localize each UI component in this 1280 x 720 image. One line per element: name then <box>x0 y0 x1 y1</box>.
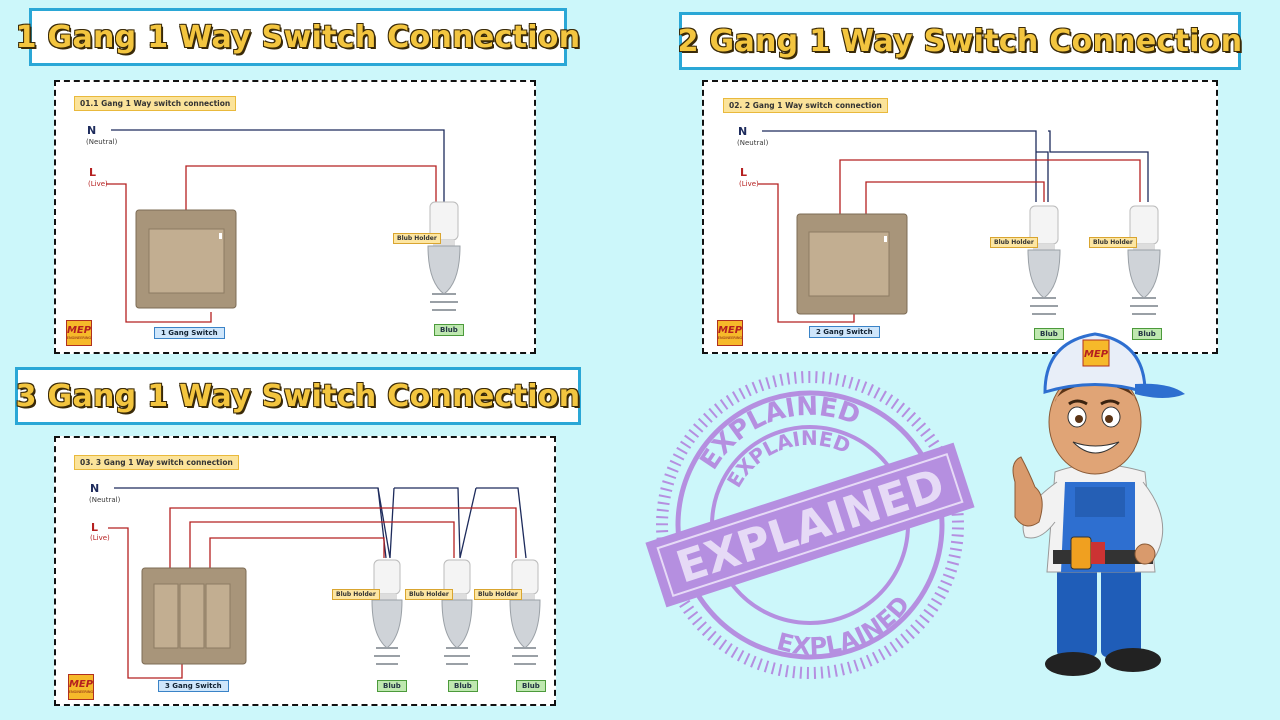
switch-label: 1 Gang Switch <box>154 327 225 339</box>
mascot-arms <box>1012 456 1164 565</box>
title-three-gang-text: 3 Gang 1 Way Switch Connection <box>15 378 581 414</box>
mep-logo-sub: ENGINEERING <box>717 335 743 340</box>
neutral-wire <box>114 487 387 559</box>
live-label: L <box>740 166 748 179</box>
bulb-holder-label-1: Blub Holder <box>990 237 1038 248</box>
neutral-label: N <box>738 125 748 138</box>
neutral-sublabel: (Neutral) <box>89 496 121 504</box>
electrician-mascot: MEP <box>1012 332 1185 676</box>
diagram-three-title: 03. 3 Gang 1 Way switch connection <box>74 455 239 470</box>
diagram-one-gang: 01.1 Gang 1 Way switch connection N (Neu… <box>54 80 536 354</box>
live-sublabel: (Live) <box>739 180 759 188</box>
bulb-holder-label-2: Blub Holder <box>405 589 453 600</box>
title-two-gang: 2 Gang 1 Way Switch Connection <box>677 12 1243 70</box>
stamp-banner <box>645 442 975 608</box>
wiring-one-gang <box>106 129 461 323</box>
live-wire <box>106 183 212 323</box>
neutral-label: N <box>87 124 97 137</box>
mep-logo-text: MEP <box>66 324 92 336</box>
switch-one-gang <box>135 209 237 309</box>
switch-label: 2 Gang Switch <box>809 326 880 338</box>
switch-wire-3 <box>209 537 385 568</box>
neutral-wire <box>762 130 1037 202</box>
stamp-top-arc-text: EXPLAINED <box>684 371 871 481</box>
diagram-three-gang: 03. 3 Gang 1 Way switch connection N (Ne… <box>54 436 556 706</box>
neutral-sublabel: (Neutral) <box>86 138 118 146</box>
stamp-banner-inner <box>656 452 964 598</box>
bulb-label: Blub <box>434 324 464 336</box>
title-one-gang-text: 1 Gang 1 Way Switch Connection <box>15 19 581 55</box>
switch-wire-1 <box>169 507 517 568</box>
bulb-label-2: Blub <box>1132 328 1162 340</box>
live-wire <box>108 527 183 679</box>
live-label: L <box>91 521 99 534</box>
bulb-one <box>1027 205 1061 315</box>
wiring-three-gang <box>108 487 541 679</box>
bulb-two <box>1127 205 1161 315</box>
bulb-holder-label-3: Blub Holder <box>474 589 522 600</box>
switch-label: 3 Gang Switch <box>158 680 229 692</box>
switch-wire <box>185 165 437 212</box>
mascot-body <box>1046 464 1156 573</box>
live-wire <box>758 183 855 323</box>
mascot-legs <box>1045 562 1161 676</box>
switch-two-gang <box>796 213 908 315</box>
mep-logo-text: MEP <box>68 678 94 690</box>
bulb-label-1: Blub <box>377 680 407 692</box>
mep-logo-sub: ENGINEERING <box>66 335 92 340</box>
switch-wire-2 <box>865 181 1045 214</box>
bulb-one <box>371 559 403 665</box>
bulb-label-2: Blub <box>448 680 478 692</box>
cap-logo-text: MEP <box>1084 349 1109 360</box>
mascot-cap: MEP <box>1043 332 1185 398</box>
neutral-wire <box>111 129 445 202</box>
stamp-bottom-arc-text: EXPLAINED <box>767 586 923 677</box>
title-one-gang: 1 Gang 1 Way Switch Connection <box>16 8 580 66</box>
diagram-two-title: 02. 2 Gang 1 Way switch connection <box>723 98 888 113</box>
neutral-wire-loops <box>377 487 527 559</box>
neutral-sublabel: (Neutral) <box>737 139 769 147</box>
mep-logo-text: MEP <box>717 324 743 336</box>
mep-logo: MEP ENGINEERING <box>68 674 94 700</box>
bulb-three <box>509 559 541 665</box>
mep-logo-sub: ENGINEERING <box>68 689 94 694</box>
neutral-label: N <box>90 482 100 495</box>
live-label: L <box>89 166 97 179</box>
mep-logo: MEP ENGINEERING <box>66 320 92 346</box>
switch-three-gang <box>141 567 247 665</box>
wiring-two-gang <box>758 130 1161 323</box>
mep-logo: MEP ENGINEERING <box>717 320 743 346</box>
explained-stamp: EXPLAINED EXPLAINED EXPLAINED EXPLAINED <box>645 371 975 679</box>
cap-logo-badge <box>1082 339 1110 367</box>
live-sublabel: (Live) <box>90 534 110 542</box>
title-two-gang-text: 2 Gang 1 Way Switch Connection <box>677 23 1243 59</box>
bulb-two <box>441 559 473 665</box>
bulb-label-3: Blub <box>516 680 546 692</box>
bulb-holder-label-2: Blub Holder <box>1089 237 1137 248</box>
bulb-holder-label: Blub Holder <box>393 233 441 244</box>
title-three-gang: 3 Gang 1 Way Switch Connection <box>15 367 581 425</box>
bulb-one <box>427 201 461 311</box>
diagram-one-title: 01.1 Gang 1 Way switch connection <box>74 96 237 111</box>
neutral-wire-c <box>1048 130 1149 202</box>
live-sublabel: (Live) <box>88 180 108 188</box>
switch-wire-2 <box>189 521 455 568</box>
bulb-label-1: Blub <box>1034 328 1064 340</box>
neutral-wire-b <box>1036 151 1049 202</box>
diagram-two-gang: 02. 2 Gang 1 Way switch connection N (Ne… <box>702 80 1218 354</box>
switch-wire-1 <box>839 159 1141 214</box>
bulb-holder-label-1: Blub Holder <box>332 589 380 600</box>
